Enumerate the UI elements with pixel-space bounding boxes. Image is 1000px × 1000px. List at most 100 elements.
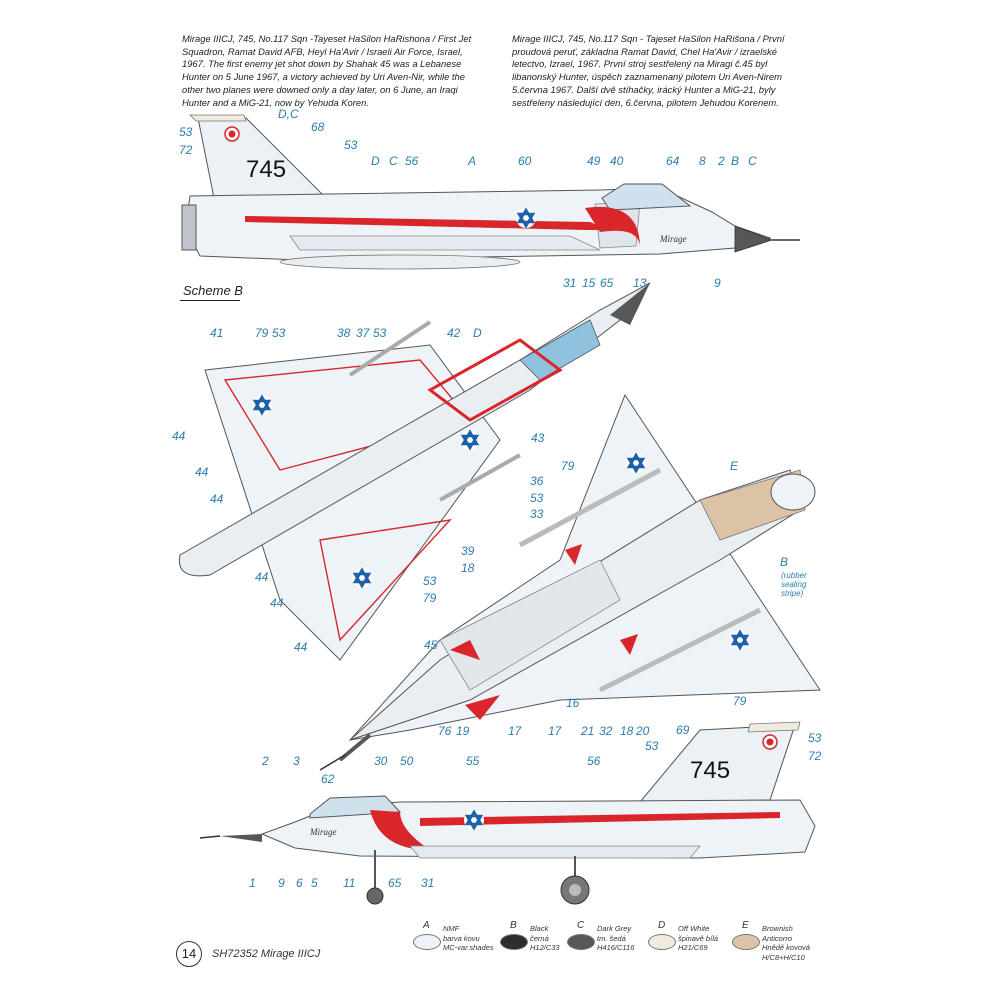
- callout-top-view-15: 44: [255, 570, 269, 584]
- scheme-label: Scheme B: [183, 283, 243, 298]
- tail-number-2: 745: [690, 757, 730, 784]
- callout-bottom-view-4: B: [780, 555, 788, 569]
- side-view-left: 745 Mirage: [199, 721, 816, 905]
- callout-bottom-view-12: 19: [456, 724, 470, 738]
- callout-side-bottom-16: 65: [388, 876, 402, 890]
- callout-side-top-2: 72: [179, 143, 193, 157]
- callout-top-view-17: 53: [423, 574, 437, 588]
- callout-bottom-view-8: 32: [599, 724, 613, 738]
- callout-bottom-view-14: 79: [733, 694, 747, 708]
- callout-side-bottom-13: 6: [296, 876, 303, 890]
- bottom-view: [319, 393, 821, 771]
- callout-side-top-16: C: [748, 154, 757, 168]
- callout-side-bottom-0: 69: [676, 723, 690, 737]
- description-czech: Mirage IIICJ, 745, No.117 Sqn - Tajeset …: [512, 33, 785, 108]
- swatch-letter: D: [658, 920, 666, 931]
- callout-side-top-7: 56: [405, 154, 419, 168]
- swatch-letter: A: [423, 920, 430, 931]
- callout-side-bottom-7: 50: [400, 754, 414, 768]
- callout-bottom-view-9: 18: [620, 724, 634, 738]
- callout-side-bottom-11: 1: [249, 876, 256, 890]
- top-view: [178, 282, 651, 661]
- description-english: Mirage IIICJ, 745, No.117 Sqn -Tayeset H…: [182, 33, 472, 108]
- callout-side-top-9: 60: [518, 154, 532, 168]
- callout-top-view-6: 42: [447, 326, 461, 340]
- callout-side-top-11: 40: [610, 154, 624, 168]
- callout-side-bottom-10: 53: [645, 739, 659, 753]
- nose-script: Mirage: [659, 234, 687, 244]
- callout-side-bottom-1: 53: [808, 731, 822, 745]
- swatch-letter: C: [577, 920, 585, 931]
- callout-side-bottom-5: 62: [321, 772, 335, 786]
- callout-side-top-17: 31: [563, 276, 576, 290]
- callout-side-top-8: A: [467, 154, 476, 168]
- swatch-chip: [500, 934, 528, 950]
- callout-side-bottom-2: 72: [808, 749, 822, 763]
- swatch-letter: B: [510, 920, 517, 931]
- callout-side-bottom-3: 2: [261, 754, 269, 768]
- nose-script-2: Mirage: [309, 827, 337, 837]
- rubber-note: (rubber sealing stripe): [781, 571, 807, 598]
- callout-top-view-14: 33: [530, 507, 544, 521]
- callout-side-bottom-15: 11: [343, 876, 355, 890]
- callout-top-view-12: 36: [530, 474, 544, 488]
- callout-bottom-view-3: 18: [461, 561, 475, 575]
- callout-side-bottom-14: 5: [311, 876, 318, 890]
- tail-number: 745: [246, 156, 286, 183]
- callout-side-top-4: 53: [344, 138, 358, 152]
- callout-bottom-view-11: 76: [438, 724, 452, 738]
- callout-bottom-view-10: 20: [635, 724, 650, 738]
- callout-top-view-8: 44: [172, 429, 186, 443]
- callout-side-top-1: 53: [179, 125, 193, 139]
- callout-top-view-11: 43: [531, 431, 545, 445]
- callout-top-view-5: 53: [373, 326, 387, 340]
- callout-side-top-14: 2: [717, 154, 725, 168]
- side-view-right: Mirage 745: [181, 114, 800, 270]
- callout-top-view-10: 44: [210, 492, 224, 506]
- callout-side-top-3: 68: [311, 120, 325, 134]
- page-number: 14: [176, 941, 202, 967]
- swatch-chip: [567, 934, 595, 950]
- callout-top-view-1: 79: [255, 326, 269, 340]
- callout-side-top-0: D,C: [278, 107, 299, 121]
- callout-bottom-view-0: 79: [561, 459, 575, 473]
- callout-side-bottom-4: 3: [293, 754, 300, 768]
- callout-side-top-12: 64: [666, 154, 680, 168]
- callout-side-bottom-6: 30: [374, 754, 388, 768]
- callout-top-view-19: 44: [294, 640, 308, 654]
- callout-top-view-13: 53: [530, 491, 544, 505]
- callout-bottom-view-1: E: [730, 459, 739, 473]
- callout-bottom-view-6: 17: [548, 724, 563, 738]
- callout-top-view-20: 45: [424, 638, 438, 652]
- callout-top-view-18: 79: [423, 591, 437, 605]
- callout-top-view-2: 53: [272, 326, 286, 340]
- callout-side-top-6: C: [389, 154, 398, 168]
- callout-bottom-view-2: 39: [461, 544, 475, 558]
- callout-side-top-19: 65: [600, 276, 614, 290]
- callout-side-top-20: 13: [633, 276, 647, 290]
- kit-code: SH72352 Mirage IIICJ: [212, 948, 321, 960]
- callout-bottom-view-7: 21: [580, 724, 594, 738]
- callout-top-view-0: 41: [210, 326, 223, 340]
- callout-side-bottom-9: 56: [587, 754, 601, 768]
- callout-top-view-4: 37: [356, 326, 371, 340]
- callout-side-bottom-8: 55: [466, 754, 480, 768]
- callout-side-top-5: D: [371, 154, 380, 168]
- swatch-letter: E: [742, 920, 749, 931]
- callout-side-top-18: 15: [582, 276, 596, 290]
- callout-top-view-3: 38: [337, 326, 351, 340]
- callout-bottom-view-13: 17: [508, 724, 523, 738]
- callout-bottom-view-5: 16: [566, 696, 580, 710]
- callout-side-bottom-12: 9: [278, 876, 285, 890]
- callout-side-top-10: 49: [587, 154, 601, 168]
- swatch-chip: [732, 934, 760, 950]
- callout-side-top-15: B: [731, 154, 739, 168]
